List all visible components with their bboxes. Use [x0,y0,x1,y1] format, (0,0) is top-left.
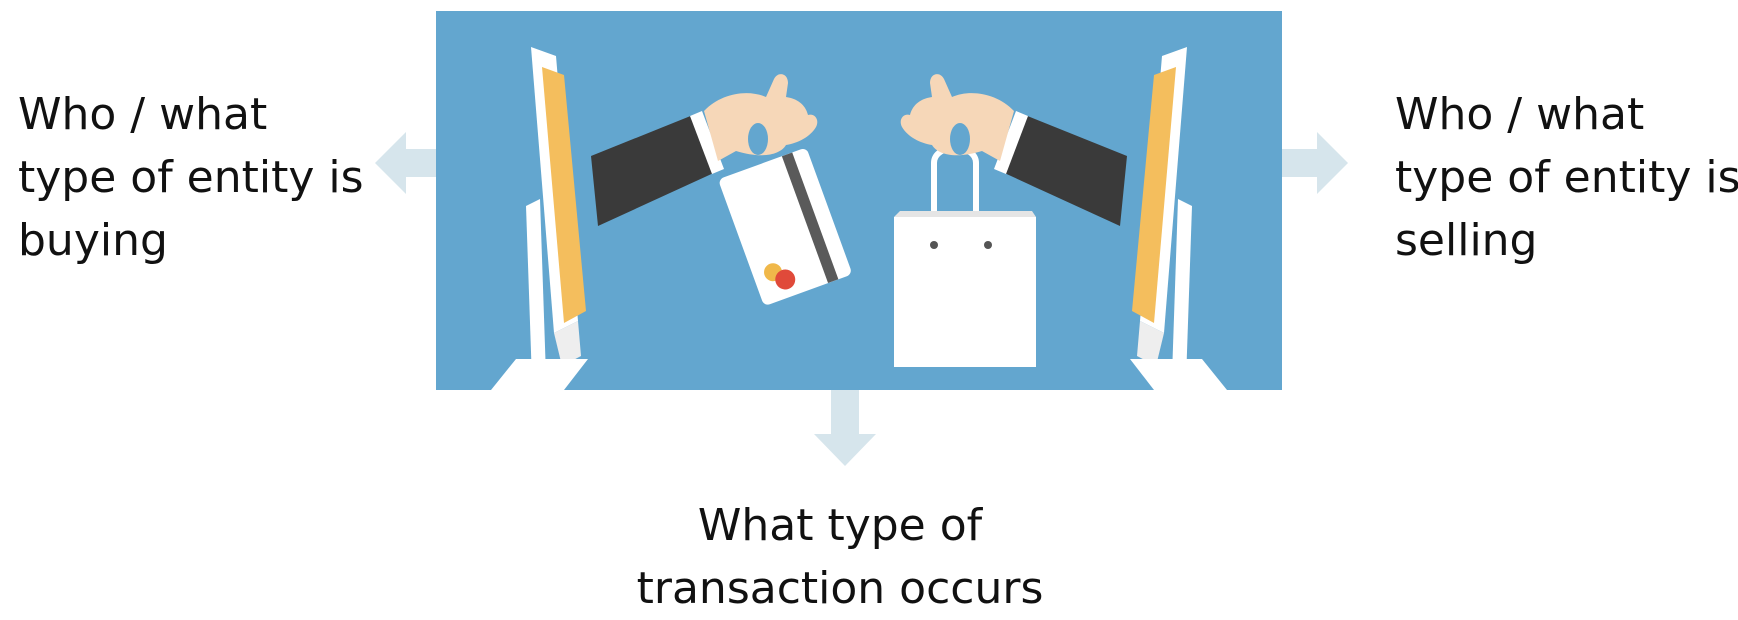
transaction-label-line: What type of [697,500,983,551]
seller-label-line: selling [1395,215,1538,266]
seller-question-label: Who / what type of entity is selling [1395,83,1738,272]
buyer-label-line: Who / what [18,89,268,140]
seller-label-line: type of entity is [1395,152,1738,203]
transaction-label-line: transaction occurs [636,563,1044,614]
buyer-question-label: Who / what type of entity is buying [18,83,364,272]
seller-label-line: Who / what [1395,89,1645,140]
right-arrow-icon [1224,132,1348,194]
hand-holding-shopping-bag-icon [894,74,1127,367]
transaction-question-label: What type of transaction occurs [600,494,1080,620]
buyer-label-line: type of entity is [18,152,364,203]
ecommerce-illustration [436,11,1282,390]
hand-holding-credit-card-icon [591,74,851,305]
buyer-label-line: buying [18,215,168,266]
computer-monitor-icon [491,47,588,390]
down-arrow-icon [814,344,876,466]
computer-monitor-icon [1130,47,1227,390]
